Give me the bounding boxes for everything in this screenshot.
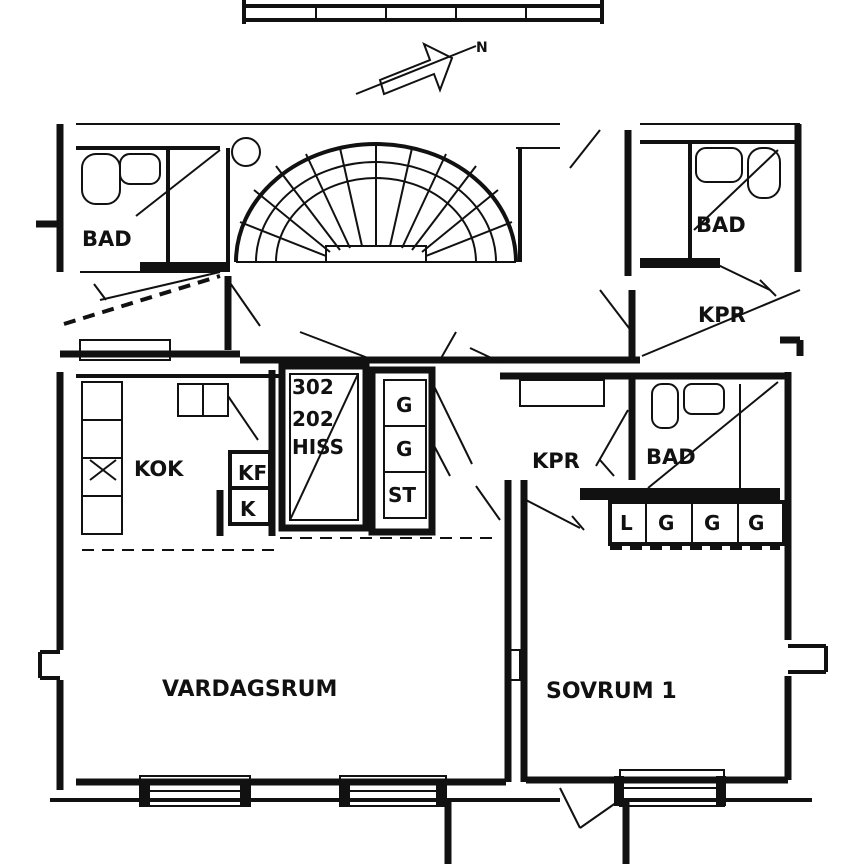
label-g1: G <box>396 393 412 417</box>
label-vardagsrum: VARDAGSRUM <box>162 677 337 702</box>
bathroom-top-left <box>76 146 230 301</box>
label-g5: G <box>748 511 764 535</box>
label-kf: KF <box>238 461 267 485</box>
label-202: 202 <box>292 407 334 431</box>
label-sovrum: SOVRUM 1 <box>546 679 677 704</box>
bathroom-top-right <box>569 129 801 357</box>
label-g3: G <box>658 511 674 535</box>
interior-partitions <box>504 480 621 829</box>
spiral-staircase <box>226 137 560 268</box>
elevator-shaft <box>268 362 370 536</box>
label-g2: G <box>396 437 412 461</box>
label-kpr-top-right: KPR <box>698 303 746 327</box>
room-labels: BAD BAD KPR KOK KF K 302 202 HISS G G ST… <box>82 213 764 704</box>
label-g4: G <box>704 511 720 535</box>
label-k: K <box>240 497 257 521</box>
label-bad-mid: BAD <box>646 445 696 469</box>
label-bad-top-right: BAD <box>696 213 746 237</box>
label-kok: KOK <box>134 457 184 481</box>
north-label: N <box>476 40 488 56</box>
linen-closets <box>608 500 786 550</box>
label-hiss: HISS <box>292 435 344 459</box>
label-302: 302 <box>292 375 334 399</box>
bathroom-mid <box>500 372 788 500</box>
label-l: L <box>620 511 633 535</box>
storage-cabinets <box>280 366 501 539</box>
windows <box>139 769 726 807</box>
label-st: ST <box>388 483 416 507</box>
hallway-walls <box>60 274 804 364</box>
exterior-walls <box>36 123 828 864</box>
label-bad-top-left: BAD <box>82 227 132 251</box>
north-arrow-icon: N <box>355 40 488 96</box>
label-kpr-mid: KPR <box>532 449 580 473</box>
scale-bar <box>242 0 604 24</box>
